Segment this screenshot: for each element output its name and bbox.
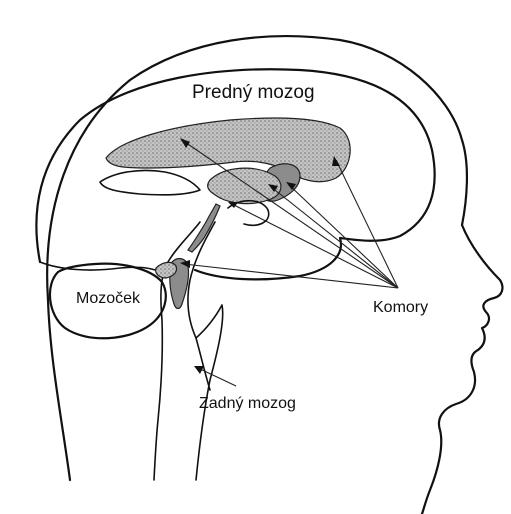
hindbrain-label: Zadný mozog bbox=[199, 395, 296, 412]
ventricles-pointer-2 bbox=[270, 186, 398, 288]
head-outline bbox=[47, 36, 502, 514]
cerebellum-label: Mozoček bbox=[76, 290, 141, 307]
ventricles-pointer-3 bbox=[288, 184, 398, 288]
ventricles-pointer-6 bbox=[232, 204, 398, 288]
cerebral-aqueduct bbox=[188, 204, 220, 252]
ventricles-pointer-4 bbox=[336, 160, 398, 288]
spinal-cord-front bbox=[196, 305, 223, 480]
forebrain-label: Predný mozog bbox=[192, 82, 315, 103]
lateral-ventricle-lower-lobe bbox=[100, 170, 200, 194]
hindbrain-pointer bbox=[198, 368, 236, 386]
ventricles-label: Komory bbox=[373, 299, 428, 316]
